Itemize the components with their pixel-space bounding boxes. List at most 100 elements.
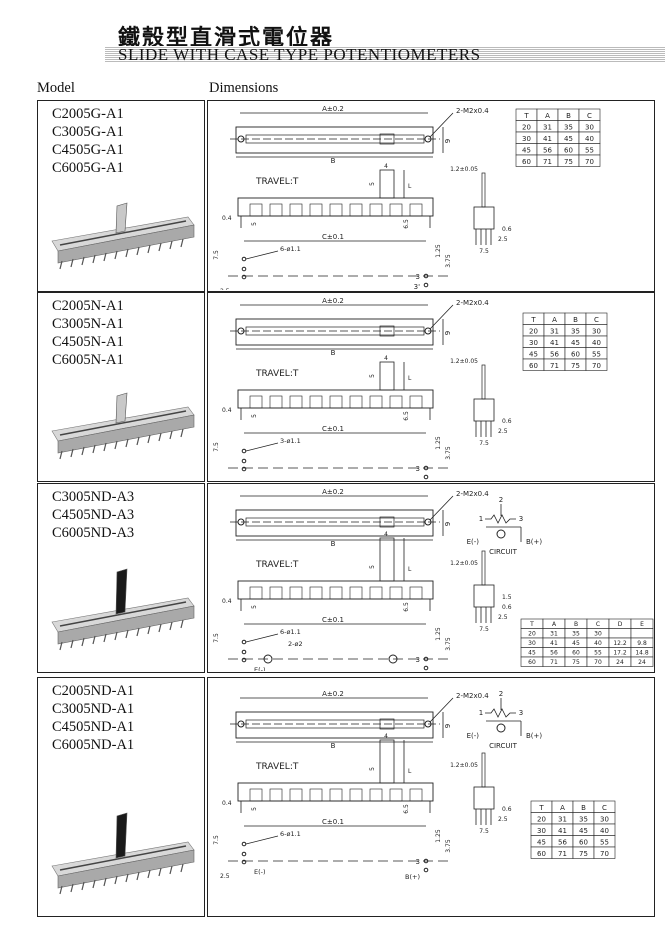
table-header: C <box>594 316 599 324</box>
side-cutout <box>289 788 303 802</box>
table-value: 31 <box>558 816 567 824</box>
table-value: 60 <box>529 362 538 370</box>
pin <box>103 442 107 452</box>
side-cutout <box>369 395 383 409</box>
side-cutout <box>309 395 323 409</box>
dim-06-label: 0.6 <box>502 226 512 233</box>
table-cell <box>630 628 654 639</box>
model-number: C2005ND-A1 <box>52 683 135 699</box>
pin <box>59 885 63 895</box>
knob-width-label: 4 <box>384 531 388 538</box>
side-cutout <box>349 788 363 802</box>
model-number: C6005ND-A3 <box>52 525 135 541</box>
pin-3-label: 3 <box>416 273 420 281</box>
dim-06-label: 0.6 <box>502 604 512 611</box>
table-value: 20 <box>522 124 531 132</box>
table-value: 70 <box>592 362 601 370</box>
pin <box>92 254 96 264</box>
shaft <box>481 752 486 788</box>
column-header-dimensions: Dimensions <box>209 80 279 96</box>
slider-slot <box>59 220 187 246</box>
product-photo <box>51 392 195 460</box>
circuit-b-label: B(+) <box>526 538 542 546</box>
table-value: 60 <box>537 850 546 858</box>
dimension-a-label: A±0.2 <box>322 488 344 496</box>
dimension-a-label: A±0.2 <box>322 297 344 305</box>
hole-label: 6-ø1.1 <box>280 830 301 838</box>
side-cutout <box>309 203 323 217</box>
table-header: T <box>530 316 536 324</box>
pin <box>147 869 151 879</box>
table-value: 41 <box>550 339 559 347</box>
side-cutout <box>269 788 283 802</box>
table-value: 40 <box>594 640 602 647</box>
pin <box>169 865 173 875</box>
side-view-outline <box>237 782 434 802</box>
table-header: B <box>566 112 571 120</box>
table-value: 30 <box>537 827 546 835</box>
table-cell <box>630 656 654 667</box>
model-number: C6005ND-A1 <box>52 737 135 753</box>
screw-label: 2-M2x0.4 <box>456 490 489 498</box>
dim-375-label: 3.75 <box>445 839 452 853</box>
side-cutout <box>269 395 283 409</box>
knob-side <box>379 361 395 391</box>
table-value: 71 <box>543 158 552 166</box>
knob-5-label: 5 <box>369 182 376 186</box>
height-9-label: 9 <box>444 139 452 143</box>
side-view-outline <box>237 580 434 600</box>
dim-25-label: 2.5 <box>220 288 230 290</box>
pin <box>125 629 129 639</box>
pin-hole <box>241 274 247 280</box>
pin <box>180 863 184 873</box>
dim-end-75-label: 7.5 <box>479 248 489 255</box>
screw-label: 2-M2x0.4 <box>456 107 489 115</box>
table-value: 55 <box>600 839 609 847</box>
terminal-e-label: E(-) <box>254 868 266 876</box>
pin-3-label: 3 <box>416 656 420 664</box>
pin <box>59 450 63 460</box>
dimension-b-label: B <box>331 742 336 750</box>
table-value: 56 <box>550 650 558 657</box>
travel-label: TRAVEL:T <box>255 560 299 570</box>
table-value: 60 <box>571 351 580 359</box>
table-value: 30 <box>528 640 536 647</box>
side-cutout <box>349 203 363 217</box>
circuit-node-1: 1 <box>479 709 483 717</box>
pin-04-label: 0.4 <box>222 598 232 605</box>
end-view-body <box>473 786 495 810</box>
slider-knob <box>115 202 128 234</box>
pin-hole <box>241 639 247 645</box>
pin <box>180 619 184 629</box>
dimension-b-label: B <box>331 157 336 165</box>
hole-label: 6-ø1.1 <box>280 628 301 636</box>
height-l-label: L <box>408 566 412 573</box>
circuit-b-label: B(+) <box>526 732 542 740</box>
side-cutout <box>409 395 423 409</box>
dim-end-25-label: 2.5 <box>498 614 508 621</box>
slider-slot <box>59 601 187 627</box>
pin <box>70 258 74 268</box>
pin <box>180 428 184 438</box>
side-view-outline <box>237 197 434 217</box>
title-bar-decoration <box>105 46 665 63</box>
table-value: 56 <box>550 351 559 359</box>
pin-5-label: 5 <box>251 222 258 226</box>
pin <box>158 623 162 633</box>
pin <box>70 639 74 649</box>
pin <box>114 631 118 641</box>
mount-hole <box>263 654 273 664</box>
circuit-node-3: 3 <box>519 709 523 717</box>
pin <box>136 871 140 881</box>
pin <box>158 867 162 877</box>
height-65-label: 6.5 <box>403 602 410 612</box>
dim-375-label: 3.75 <box>445 446 452 460</box>
pin-04-label: 0.4 <box>222 215 232 222</box>
model-number: C2005G-A1 <box>52 106 124 122</box>
side-cutout <box>249 395 263 409</box>
dim-375-label: 3.75 <box>445 637 452 651</box>
pin <box>70 883 74 893</box>
